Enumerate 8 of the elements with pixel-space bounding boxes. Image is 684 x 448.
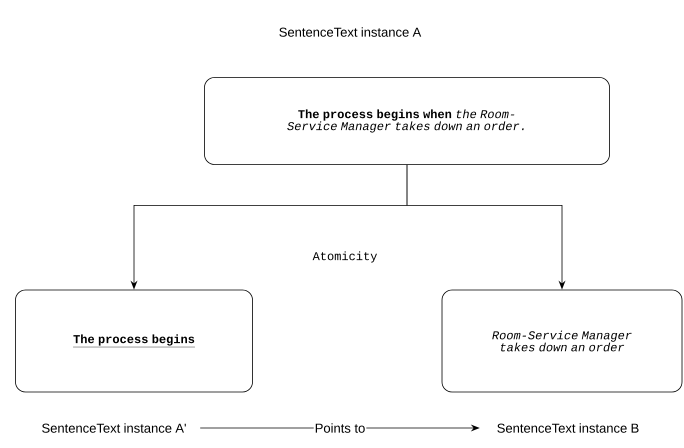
node-caption: SentenceText instance A: [279, 27, 422, 37]
process-box: The process begins when the Room-Service Manager takes down an order.: [204, 77, 610, 165]
caption-text: SentenceText instance B: [497, 423, 639, 433]
caption-text: SentenceText instance A': [42, 423, 186, 433]
edge-label: Points to: [314, 422, 366, 434]
process-box: The process begins: [15, 290, 253, 392]
annotation-text: Atomicity: [312, 251, 377, 263]
process-box: Room-Service Manager takes down an order: [442, 290, 682, 392]
